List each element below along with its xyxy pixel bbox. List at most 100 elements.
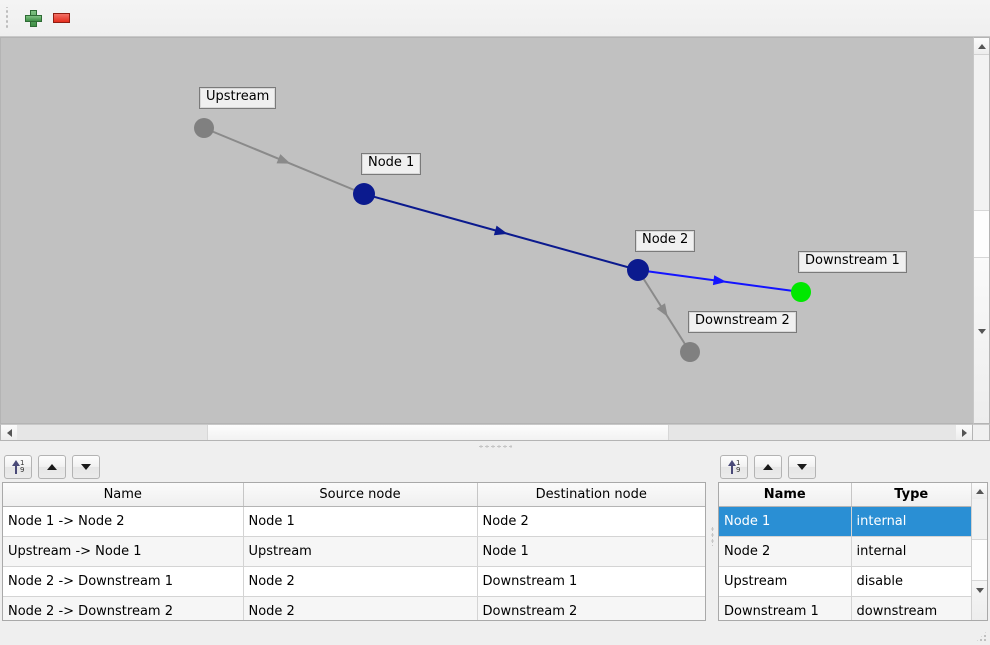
graph-node-label-upstream[interactable]: Upstream	[199, 87, 277, 109]
edge-name: Upstream -> Node 1	[3, 536, 244, 567]
window-resize-grip[interactable]	[975, 630, 988, 643]
graph-node-label-node2[interactable]: Node 2	[635, 230, 696, 252]
arrow-up-icon	[47, 463, 57, 470]
node-type: disable	[851, 566, 971, 597]
triangle-up-icon	[975, 488, 984, 494]
graph-node-node1[interactable]	[353, 183, 375, 205]
node-name: Node 2	[719, 536, 852, 567]
node-name: Downstream 1	[719, 596, 852, 620]
edges-column-destination[interactable]: Destination node	[477, 483, 705, 507]
edges-column-name[interactable]: Name	[3, 483, 244, 507]
scroll-down-button[interactable]	[974, 238, 989, 423]
add-node-button[interactable]	[19, 4, 47, 32]
toolbar-drag-grip[interactable]	[4, 7, 13, 29]
nodes-scroll-track[interactable]	[972, 499, 987, 581]
vertical-splitter-grip-icon	[710, 526, 714, 546]
graph-node-label-downstream2[interactable]: Downstream 2	[688, 311, 797, 333]
edge-destination: Downstream 1	[477, 566, 705, 597]
arrow-down-icon	[81, 463, 91, 470]
graph-node-downstream1[interactable]	[791, 282, 811, 302]
nodes-table-header-row: Name Type	[719, 483, 971, 507]
node-type: internal	[851, 506, 971, 537]
arrow-down-icon	[797, 463, 807, 470]
nodes-column-name[interactable]: Name	[719, 483, 852, 507]
nodes-move-down-button[interactable]	[788, 454, 816, 479]
edge-source: Upstream	[243, 536, 478, 567]
edges-table-scrollarea[interactable]: Name Source node Destination node Node 1…	[3, 483, 705, 620]
triangle-down-icon	[975, 587, 984, 593]
edge-name: Node 2 -> Downstream 2	[3, 596, 244, 620]
graph-drawing	[194, 118, 811, 362]
graph-edge-arrow-node2-downstream2	[656, 303, 668, 317]
minus-icon	[52, 13, 70, 23]
horizontal-scroll-track[interactable]	[17, 425, 956, 440]
edge-source: Node 2	[243, 566, 478, 597]
vertical-splitter[interactable]	[708, 451, 716, 621]
graph-node-upstream[interactable]	[194, 118, 214, 138]
status-bar	[0, 621, 990, 645]
edges-table-header-row: Name Source node Destination node	[3, 483, 705, 507]
edges-table-container: Name Source node Destination node Node 1…	[2, 482, 706, 621]
edges-column-source[interactable]: Source node	[243, 483, 478, 507]
graph-node-node2[interactable]	[627, 259, 649, 281]
main-toolbar	[0, 0, 990, 37]
vertical-scroll-thumb[interactable]	[974, 210, 989, 258]
nodes-scroll-up-button[interactable]	[972, 483, 987, 499]
splitter-grip-icon	[478, 444, 512, 448]
vertical-scroll-track[interactable]	[974, 55, 989, 258]
plus-icon	[24, 9, 42, 27]
edges-move-up-button[interactable]	[38, 454, 66, 479]
edge-destination: Node 2	[477, 506, 705, 537]
graph-node-downstream2[interactable]	[680, 342, 700, 362]
graph-vertical-scrollbar[interactable]	[973, 37, 990, 424]
remove-node-button[interactable]	[47, 4, 75, 32]
scroll-left-button[interactable]	[1, 425, 17, 440]
graph-horizontal-scrollbar[interactable]	[0, 424, 973, 441]
edge-name: Node 1 -> Node 2	[3, 506, 244, 537]
node-type: downstream	[851, 596, 971, 620]
graph-edge-arrow-node1-node2	[493, 225, 508, 236]
nodes-scroll-thumb[interactable]	[972, 539, 987, 581]
nodes-column-type[interactable]: Type	[851, 483, 971, 507]
graph-edge-arrow-upstream-node1	[276, 154, 291, 164]
horizontal-scroll-thumb[interactable]	[207, 425, 669, 440]
graph-node-label-node1[interactable]: Node 1	[361, 153, 422, 175]
graph-node-label-downstream1[interactable]: Downstream 1	[798, 251, 907, 273]
edges-move-down-button[interactable]	[72, 454, 100, 479]
scroll-right-button[interactable]	[956, 425, 972, 440]
graph-edge-arrow-node2-downstream1	[712, 275, 727, 286]
edge-name: Node 2 -> Downstream 1	[3, 566, 244, 597]
triangle-left-icon	[6, 428, 12, 437]
node-name: Node 1	[719, 506, 852, 537]
triangle-up-icon	[977, 43, 986, 49]
horizontal-splitter[interactable]	[0, 441, 990, 451]
arrow-up-icon	[763, 463, 773, 470]
nodes-move-up-button[interactable]	[754, 454, 782, 479]
triangle-down-icon	[977, 328, 986, 334]
triangle-right-icon	[961, 428, 967, 437]
edge-source: Node 2	[243, 596, 478, 620]
nodes-table-scrollbar[interactable]	[971, 483, 987, 620]
scroll-up-button[interactable]	[974, 38, 989, 55]
edge-source: Node 1	[243, 506, 478, 537]
